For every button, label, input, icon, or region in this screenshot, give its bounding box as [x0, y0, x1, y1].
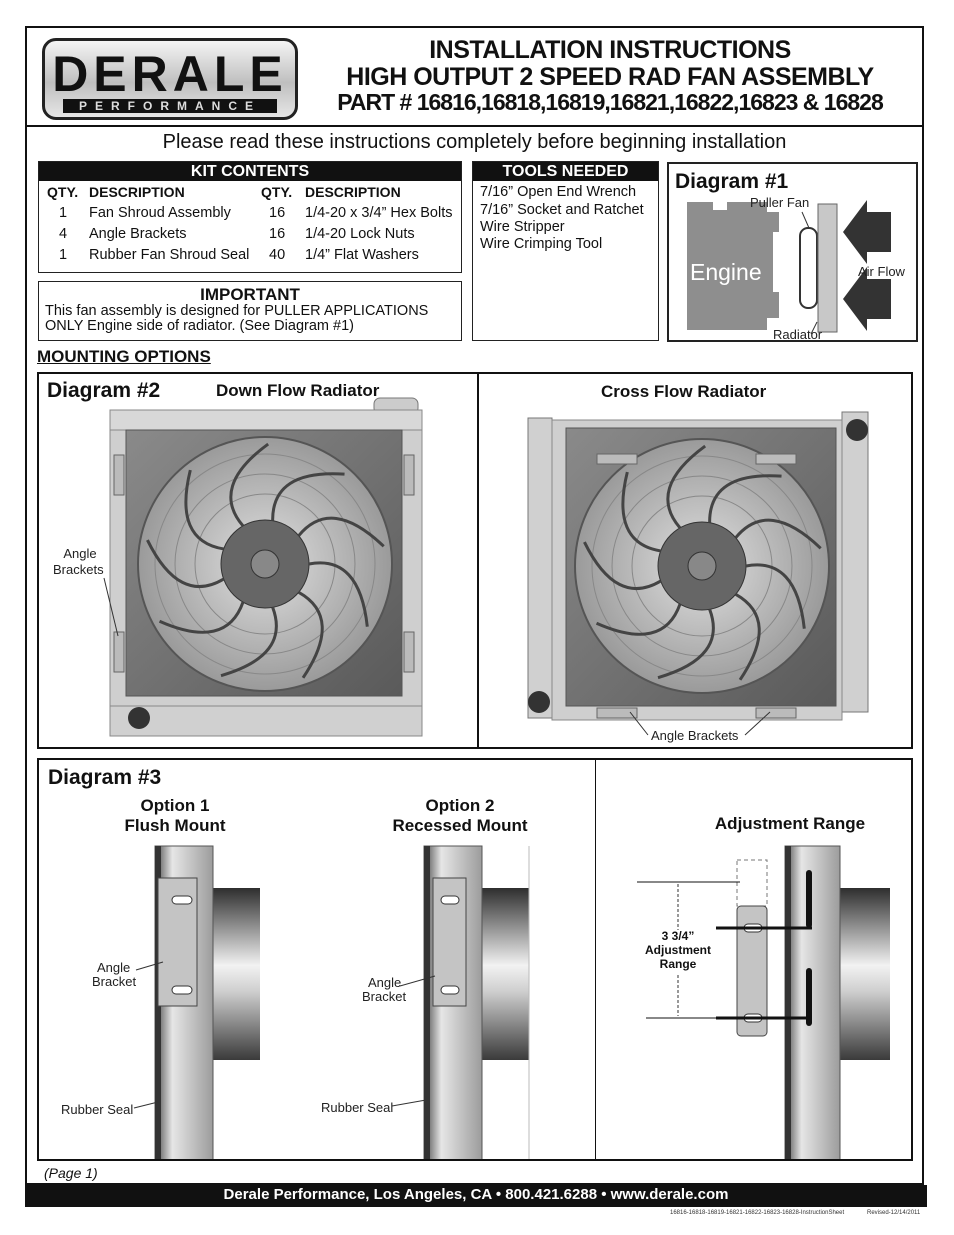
option-2-label: Option 2	[425, 796, 495, 815]
page-number: (Page 1)	[44, 1165, 98, 1181]
footer-bar: Derale Performance, Los Angeles, CA • 80…	[25, 1185, 927, 1207]
adjustment-word: Adjustment	[645, 943, 711, 957]
header-divider	[27, 125, 922, 127]
kit-desc: 1/4-20 Lock Nuts	[305, 226, 415, 242]
kit-qty: 40	[269, 247, 286, 263]
bracket-label-opt2: Bracket	[362, 989, 407, 1004]
puller-fan-label: Puller Fan	[750, 195, 810, 210]
puller-fan-shape	[799, 227, 818, 309]
option-1-label: Option 1	[140, 796, 210, 815]
adjustment-range-callout: 3 3/4” Adjustment Range	[630, 929, 726, 971]
desc-header: DESCRIPTION	[89, 184, 185, 200]
logo-wordmark: DERALE	[52, 46, 288, 102]
engine-label: Engine	[690, 259, 762, 285]
kit-desc: Angle Brackets	[89, 226, 187, 242]
diagram-1-box: Diagram #1 Puller Fan Engine Air Flow Ra…	[667, 162, 918, 342]
title-line-2: HIGH OUTPUT 2 SPEED RAD FAN ASSEMBLY	[346, 63, 874, 91]
rubber-seal-label-opt1: Rubber Seal	[61, 1102, 134, 1117]
angle-brackets-line-2: Brackets	[53, 562, 104, 577]
kit-desc: 1/4-20 x 3/4” Hex Bolts	[305, 205, 453, 221]
kit-qty: 4	[59, 226, 68, 242]
kit-desc: Fan Shroud Assembly	[89, 205, 231, 221]
down-flow-title: Down Flow Radiator	[216, 381, 380, 400]
title-line-1: INSTALLATION INSTRUCTIONS	[429, 36, 791, 64]
important-text: This fan assembly is designed for PULLER…	[45, 304, 428, 334]
read-instructions-notice: Please read these instructions completel…	[162, 131, 787, 153]
recessed-mount-label: Recessed Mount	[392, 816, 528, 835]
angle-brackets-label-bottom: Angle Brackets	[651, 728, 739, 743]
kit-qty: 1	[59, 205, 68, 221]
important-line-1: This fan assembly is designed for PULLER…	[45, 303, 429, 319]
flush-mount-label: Flush Mount	[124, 816, 226, 835]
kit-desc: Rubber Fan Shroud Seal	[89, 247, 250, 263]
qty-header: QTY.	[261, 184, 293, 200]
document-id: 16816-16818-16819-16821-16822-16823-1682…	[670, 1210, 845, 1216]
diagram-2-title: Diagram #2	[47, 379, 161, 402]
diagram-2-divider	[477, 374, 479, 747]
adjustment-size: 3 3/4”	[661, 929, 695, 943]
adjustment-range-heading: Adjustment Range	[714, 814, 866, 833]
diagram-3-divider	[595, 760, 596, 1159]
diagram-1-title: Diagram #1	[675, 170, 789, 193]
angle-label-opt1: Angle	[97, 960, 131, 975]
option-1-heading: Option 1 Flush Mount	[100, 796, 250, 836]
mounting-options-heading: MOUNTING OPTIONS	[37, 347, 211, 366]
diagram-1-illustration	[687, 200, 891, 335]
tools-title: TOOLS NEEDED	[473, 162, 658, 181]
air-flow-arrow-top	[843, 200, 891, 264]
tool-item: 7/16” Socket and Ratchet	[480, 202, 644, 218]
angle-brackets-label-left: Angle	[62, 546, 98, 561]
cross-flow-title: Cross Flow Radiator	[601, 382, 767, 401]
derale-logo: DERALE PERFORMANCE	[42, 38, 298, 120]
kit-qty: 1	[59, 247, 68, 263]
air-flow-label: Air Flow	[858, 264, 905, 279]
bracket-label-opt1: Bracket	[92, 974, 137, 989]
diagram-3-title: Diagram #3	[48, 766, 162, 789]
option-2-heading: Option 2 Recessed Mount	[375, 796, 545, 836]
kit-qty: 16	[269, 226, 286, 242]
rubber-seal-label-opt2: Rubber Seal	[321, 1100, 394, 1115]
tool-item: Wire Crimping Tool	[480, 236, 603, 252]
air-flow-arrow-bottom	[843, 267, 891, 331]
radiator-shape	[817, 203, 838, 333]
title-line-3: PART # 16816,16818,16819,16821,16822,168…	[337, 89, 884, 115]
tool-item: 7/16” Open End Wrench	[480, 184, 637, 200]
angle-brackets-line-1: Angle	[63, 546, 97, 561]
logo-subtitle: PERFORMANCE	[63, 99, 277, 113]
important-box: IMPORTANT This fan assembly is designed …	[38, 281, 462, 341]
page-frame	[25, 26, 924, 1185]
angle-label-opt2: Angle	[368, 975, 402, 990]
kit-contents-box: KIT CONTENTS QTY. DESCRIPTION QTY. DESCR…	[38, 161, 462, 273]
diagram-3-box	[37, 758, 913, 1161]
diagram-2-box	[37, 372, 913, 749]
tools-needed-box: TOOLS NEEDED 7/16” Open End Wrench 7/16”…	[472, 161, 659, 341]
engine-shape	[687, 202, 779, 330]
tool-item: Wire Stripper	[480, 219, 565, 235]
range-word: Range	[659, 957, 697, 971]
kit-desc: 1/4” Flat Washers	[305, 247, 419, 263]
revision-date: Revised-12/14/2011	[867, 1210, 921, 1216]
kit-contents-title: KIT CONTENTS	[39, 162, 461, 181]
qty-header: QTY.	[47, 184, 79, 200]
important-line-2: ONLY Engine side of radiator. (See Diagr…	[45, 318, 354, 334]
puller-fan-leader	[801, 211, 810, 229]
radiator-label: Radiator	[773, 327, 823, 342]
important-title: IMPORTANT	[200, 285, 300, 304]
desc-header: DESCRIPTION	[305, 184, 401, 200]
radiator-leader	[810, 321, 818, 335]
kit-qty: 16	[269, 205, 286, 221]
